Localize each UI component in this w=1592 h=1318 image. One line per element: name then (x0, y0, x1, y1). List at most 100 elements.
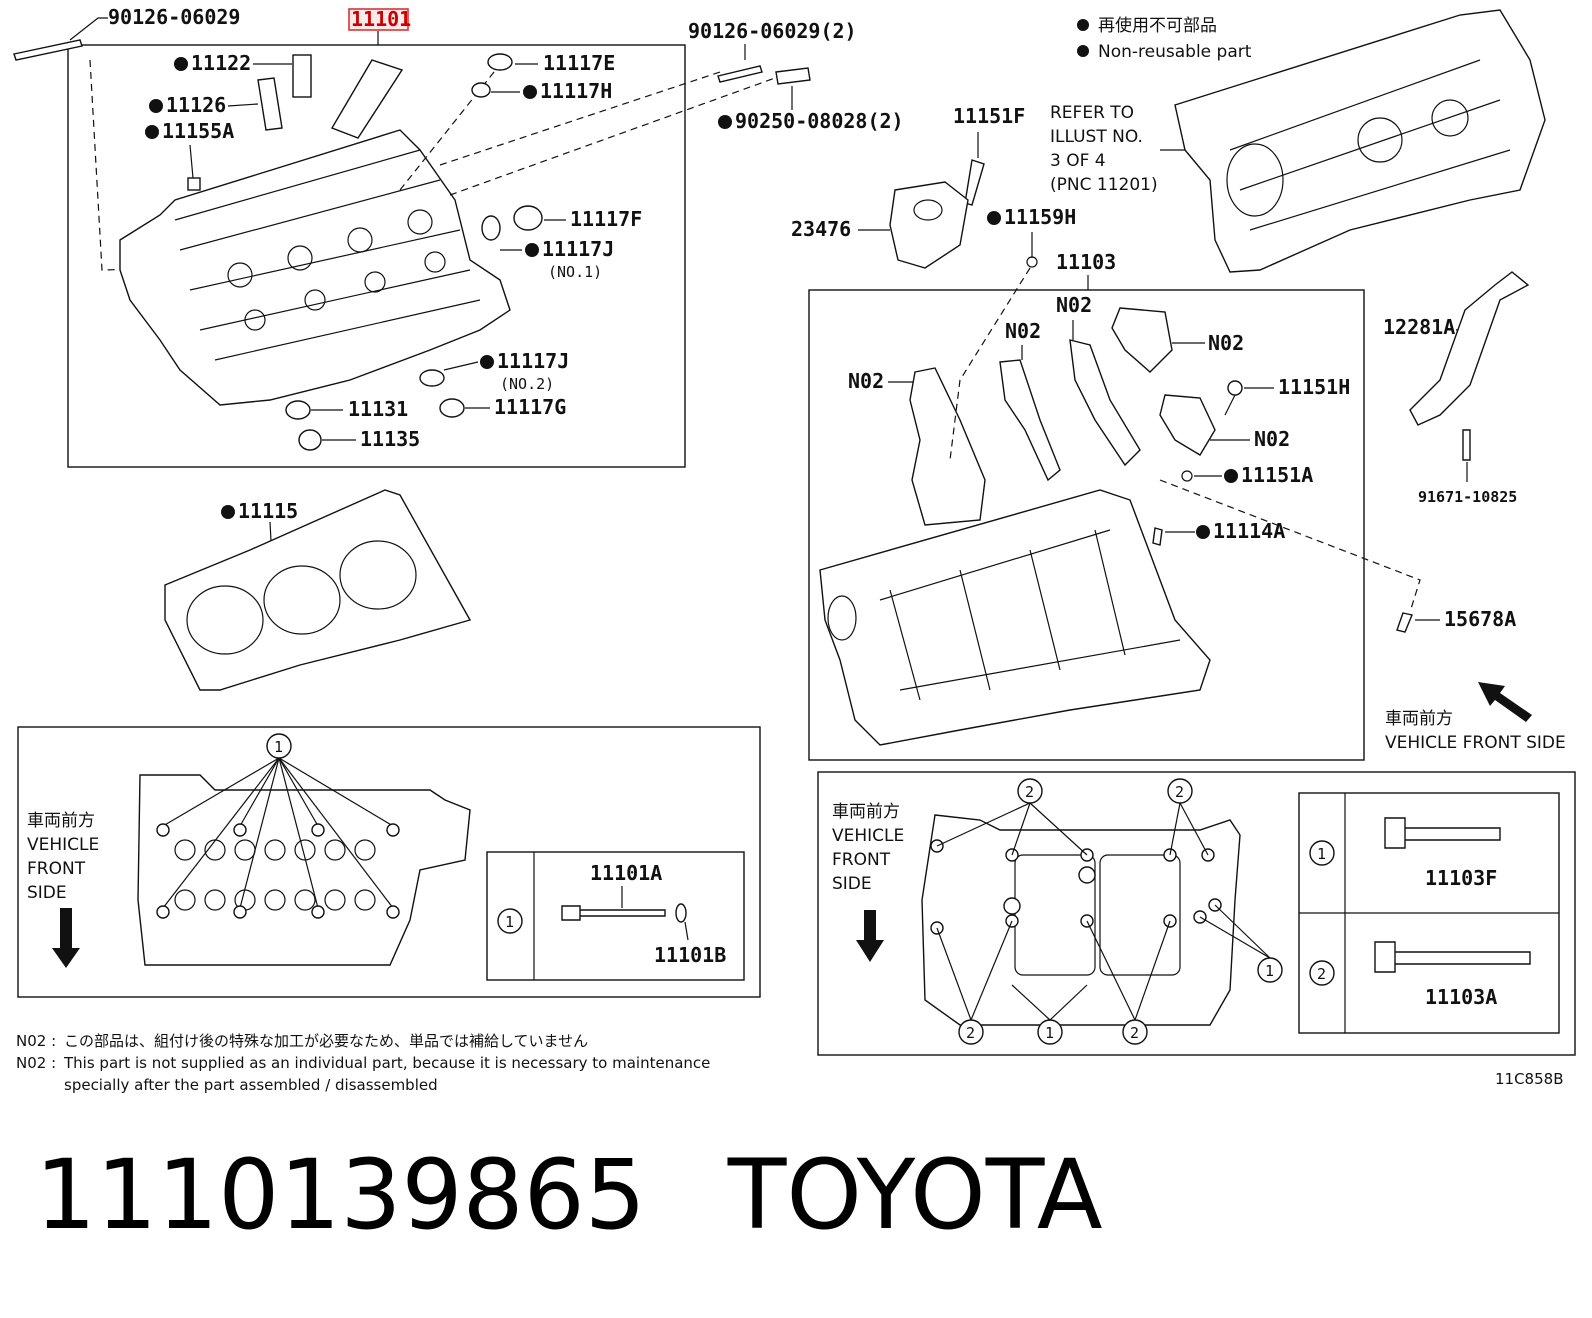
cylinder-head-frame (67, 44, 686, 468)
brand-name: TOYOTA (727, 1139, 1103, 1251)
legend-jp: 再使用不可部品 (1098, 15, 1217, 36)
bolt-91671 (1462, 429, 1471, 461)
bolt-table-left (486, 851, 745, 981)
label-11155a: 11155A (162, 119, 234, 143)
arrow-down-icon (856, 910, 884, 962)
marker-2-text: 2 (1175, 783, 1184, 801)
front-side-left: SIDE (27, 883, 67, 903)
label-91671-10825: 91671-10825 (1418, 488, 1517, 506)
plug-11117e (487, 53, 513, 71)
pin-90250 (775, 67, 811, 85)
front-front-right: FRONT (832, 850, 891, 870)
bolt-11101a-icon (561, 905, 666, 921)
tube-11122 (292, 54, 312, 98)
label-11117f: 11117F (570, 207, 642, 231)
label-11103: 11103 (1056, 250, 1116, 274)
pin-11155a (187, 177, 201, 191)
front-side-right: SIDE (832, 874, 872, 894)
footnote-prefix-en: N02 : (16, 1054, 56, 1072)
cylinder-head (119, 129, 511, 406)
diagram-code: 11C858B (1495, 1070, 1563, 1088)
housing-bolt-frame (817, 771, 1576, 1056)
housing-marker-leaders (936, 802, 1271, 1021)
refer-line-4: (PNC 11201) (1050, 175, 1158, 195)
label-11117j-no2: 11117J (497, 349, 569, 373)
ring-11117h (471, 82, 491, 98)
label-11117j-no1: 11117J (542, 237, 614, 261)
stud-bolt (13, 39, 83, 61)
table-right-num-2: 2 (1317, 965, 1326, 983)
label-11101b: 11101B (654, 943, 726, 967)
housing-frame (808, 289, 1365, 761)
housing-23476 (889, 181, 969, 269)
label-11115: 11115 (238, 499, 298, 523)
non-reusable-dot-icon (1077, 45, 1089, 57)
label-no1: (NO.1) (548, 263, 602, 281)
table-right-num-1: 1 (1317, 845, 1326, 863)
stud-right (717, 65, 763, 83)
front-jp-left: 車両前方 (27, 811, 95, 831)
cap-n02 (1159, 394, 1216, 456)
cap-n02 (1069, 339, 1141, 467)
seal-11117j-no1 (481, 215, 501, 241)
n02-label: N02 (1056, 293, 1092, 317)
washer-11101b-icon (675, 903, 687, 923)
footnote-jp: この部品は、組付け後の特殊な加工が必要なため、単品では補給していません (64, 1032, 588, 1050)
tube-11126 (257, 77, 283, 131)
label-11101a: 11101A (590, 861, 662, 885)
footnote: N02 : この部品は、組付け後の特殊な加工が必要なため、単品では補給していませ… (16, 1032, 1563, 1094)
label-11117g: 11117G (494, 395, 566, 419)
plug-11117f (513, 205, 543, 231)
front-jp-right: 車両前方 (832, 802, 900, 822)
refer-line-2: ILLUST NO. (1050, 127, 1143, 147)
marker-1-leaders (162, 757, 394, 909)
label-no2: (NO.2) (500, 375, 554, 393)
n02-label: N02 (1254, 427, 1290, 451)
seal-11117j-no2 (419, 369, 445, 387)
label-11117h: 11117H (540, 79, 612, 103)
n02-label: N02 (1208, 331, 1244, 355)
bracket-12281a (1409, 271, 1530, 426)
head-gasket-group: 11115 (164, 489, 472, 691)
camshaft-housing (819, 489, 1211, 746)
label-11126: 11126 (166, 93, 226, 117)
label-11151h: 11151H (1278, 375, 1350, 399)
seal-11135 (298, 429, 322, 451)
label-11103a: 11103A (1425, 985, 1497, 1009)
label-11151a: 11151A (1241, 463, 1313, 487)
head-top-view (137, 774, 471, 966)
part-15678a-group: 15678A (1396, 607, 1516, 633)
stud-left-label: 90126-06029 (108, 5, 240, 29)
tube-11101 (330, 59, 404, 139)
n02-label: N02 (848, 369, 884, 393)
marker-1-text: 1 (274, 738, 283, 756)
non-reusable-dot-icon (1077, 19, 1089, 31)
label-23476: 23476 (791, 217, 851, 241)
label-11135: 11135 (360, 427, 420, 451)
front-jp: 車両前方 (1385, 709, 1453, 729)
cam-bores (174, 839, 376, 911)
cap-n02 (999, 359, 1061, 482)
label-15678a: 15678A (1444, 607, 1516, 631)
pin-11151a (1181, 470, 1193, 482)
label-11103f: 11103F (1425, 866, 1497, 890)
front-arrow-icon (1478, 682, 1532, 722)
marker-2-text: 2 (1025, 783, 1034, 801)
front-front-left: FRONT (27, 859, 86, 879)
n02-label: N02 (1005, 319, 1041, 343)
stud-right-label: 90126-06029(2) (688, 19, 857, 43)
head-bolt-frame (17, 726, 761, 998)
cap-n02 (1111, 307, 1173, 373)
legend: 再使用不可部品 Non-reusable part (1077, 15, 1252, 62)
footnote-prefix-jp: N02 : (16, 1032, 56, 1050)
bolt-11103f-icon (1384, 817, 1501, 849)
front-vehicle-right: VEHICLE (832, 826, 904, 846)
front-vehicle-left: VEHICLE (27, 835, 99, 855)
footnote-en-2: specially after the part assembled / dis… (64, 1076, 438, 1094)
legend-en: Non-reusable part (1098, 42, 1252, 62)
plug-11117g (439, 398, 465, 418)
label-11159h: 11159H (1004, 205, 1076, 229)
bolt-11151f (964, 159, 985, 206)
